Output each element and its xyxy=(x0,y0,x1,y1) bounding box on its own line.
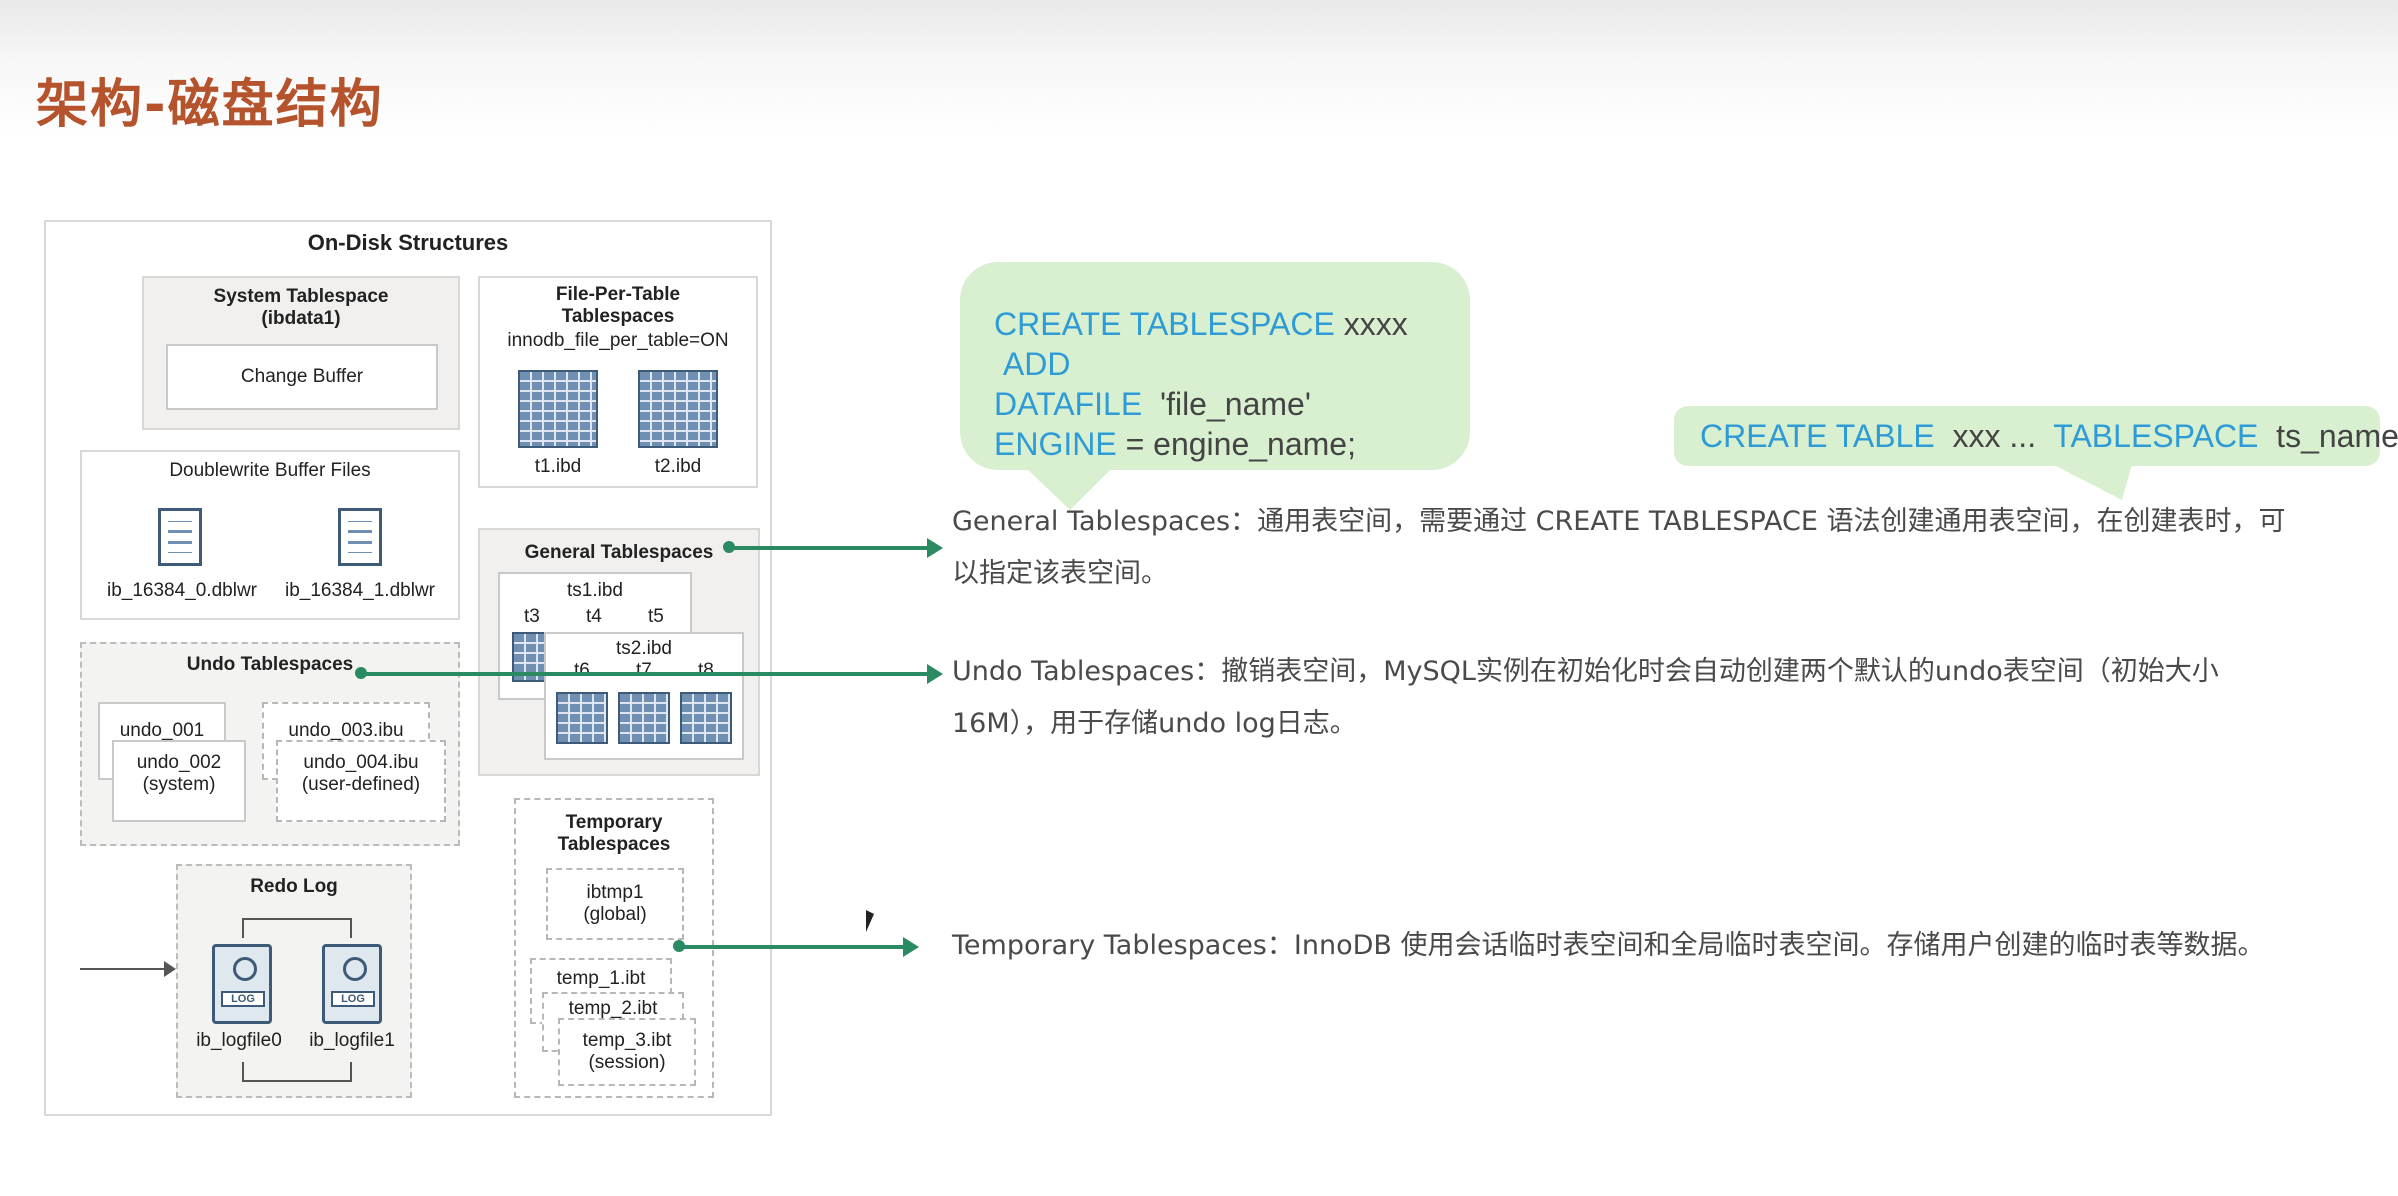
create-table-bubble: CREATE TABLE xxx ... TABLESPACE ts_name; xyxy=(1674,406,2398,466)
kw-tablespace: TABLESPACE xyxy=(2053,418,2259,454)
table-icon xyxy=(518,370,598,448)
undo-001-label: undo_001 xyxy=(119,720,205,741)
table-icon xyxy=(680,692,732,744)
temp-arrow xyxy=(679,937,919,957)
kw-datafile: DATAFILE xyxy=(994,386,1143,422)
log-file-icon: LOG xyxy=(322,944,382,1024)
log-icon-text: LOG xyxy=(331,991,375,1007)
log-file-icon: LOG xyxy=(212,944,272,1024)
system-tablespace-title: System Tablespace xyxy=(213,286,389,307)
fpt-title: File-Per-Table xyxy=(555,284,681,305)
file-icon xyxy=(158,508,202,566)
temp-3-sub: (session) xyxy=(588,1052,666,1073)
ts2-label: ts2.ibd xyxy=(616,638,672,659)
ibtmp-label: ibtmp1 xyxy=(586,882,644,903)
temp-1-label: temp_1.ibt xyxy=(556,968,646,989)
doublewrite-file1: ib_16384_0.dblwr xyxy=(106,580,257,601)
ibtmp1: ibtmp1 (global) xyxy=(546,868,684,940)
fpt-title2: Tablespaces xyxy=(561,306,675,327)
system-tablespace: System Tablespace (ibdata1) Change Buffe… xyxy=(142,276,460,430)
create-tablespace-bubble: CREATE TABLESPACE xxxx ADD DATAFILE 'fil… xyxy=(960,262,1470,470)
t5-label: t5 xyxy=(648,606,664,627)
on-disk-structures-diagram: On-Disk Structures System Tablespace (ib… xyxy=(44,220,772,1116)
undo-002: undo_002 (system) xyxy=(112,740,246,822)
undo-004: undo_004.ibu (user-defined) xyxy=(276,740,446,822)
undo-title: Undo Tablespaces xyxy=(186,654,354,675)
table-icon xyxy=(556,692,608,744)
t3-label: t3 xyxy=(524,606,540,627)
undo-desc-line2: 16M），用于存储undo log日志。 xyxy=(952,708,1357,739)
general-title: General Tablespaces xyxy=(524,542,714,563)
general-description: General Tablespaces：通用表空间，需要通过 CREATE TA… xyxy=(952,496,2352,600)
temp-2-label: temp_2.ibt xyxy=(568,998,658,1019)
bubble2-tail xyxy=(2052,464,2132,500)
redo-log: Redo Log LOG LOG ib_logfile0 ib_logfile1 xyxy=(176,864,412,1098)
general-desc-line2: 以指定该表空间。 xyxy=(952,558,1168,589)
general-tablespaces: General Tablespaces ts1.ibd t3 t4 t5 ts2… xyxy=(478,528,760,776)
table-icon xyxy=(638,370,718,448)
undo-003-label: undo_003.ibu xyxy=(288,720,404,741)
val-xxxx: xxxx xyxy=(1343,306,1408,342)
temp-desc-line1: Temporary Tablespaces：InnoDB 使用会话临时表空间和全… xyxy=(952,930,2265,961)
doublewrite-file2: ib_16384_1.dblwr xyxy=(284,580,435,601)
general-arrow xyxy=(729,538,943,558)
undo-004-label: undo_004.ibu xyxy=(303,752,419,773)
undo-desc-line1: Undo Tablespaces：撤销表空间，MySQL实例在初始化时会自动创建… xyxy=(952,656,2219,687)
redo-input-arrow xyxy=(80,968,166,970)
system-tablespace-sub: (ibdata1) xyxy=(261,308,341,329)
undo-tablespaces: Undo Tablespaces undo_001 undo_002 (syst… xyxy=(80,642,460,846)
ibtmp-sub: (global) xyxy=(583,904,647,925)
temp-3-label: temp_3.ibt xyxy=(582,1030,672,1051)
doublewrite-title: Doublewrite Buffer Files xyxy=(169,460,371,481)
fpt-file1: t1.ibd xyxy=(534,456,582,477)
log-icon-text: LOG xyxy=(221,991,265,1007)
ts2-ibd: ts2.ibd t6 t7 t8 xyxy=(544,632,744,760)
t4-label: t4 xyxy=(586,606,602,627)
temp-title2: Tablespaces xyxy=(557,834,671,855)
kw-create-tablespace: CREATE TABLESPACE xyxy=(994,306,1335,342)
redo-cycle-bottom xyxy=(242,1062,352,1082)
doublewrite-buffer-files: Doublewrite Buffer Files ib_16384_0.dblw… xyxy=(80,450,460,620)
t8-label: t8 xyxy=(698,660,714,681)
file-per-table-tablespaces: File-Per-Table Tablespaces innodb_file_p… xyxy=(478,276,758,488)
fpt-file2: t2.ibd xyxy=(654,456,702,477)
val-ts-name: ts_name; xyxy=(2276,418,2398,454)
logfile1-label: ib_logfile1 xyxy=(309,1030,395,1051)
t6-label: t6 xyxy=(574,660,590,681)
temp-3: temp_3.ibt (session) xyxy=(558,1018,696,1086)
table-icon xyxy=(618,692,670,744)
val-file-name: 'file_name' xyxy=(1159,386,1311,422)
fpt-setting: innodb_file_per_table=ON xyxy=(507,330,729,351)
ts1-label: ts1.ibd xyxy=(567,580,623,601)
redo-title: Redo Log xyxy=(250,876,338,897)
undo-description: Undo Tablespaces：撤销表空间，MySQL实例在初始化时会自动创建… xyxy=(952,646,2352,750)
val-xxx: xxx ... xyxy=(1952,418,2037,454)
temp-title: Temporary xyxy=(565,812,663,833)
logfile0-label: ib_logfile0 xyxy=(196,1030,282,1051)
file-icon xyxy=(338,508,382,566)
page-title: 架构-磁盘结构 xyxy=(36,75,384,135)
kw-add: ADD xyxy=(1002,346,1071,382)
change-buffer-label: Change Buffer xyxy=(240,366,364,387)
undo-002-label: undo_002 xyxy=(136,752,222,773)
undo-002-sub: (system) xyxy=(142,774,216,795)
t7-label: t7 xyxy=(636,660,652,681)
kw-engine: ENGINE xyxy=(994,426,1117,462)
undo-arrow xyxy=(361,664,943,684)
general-desc-line1: General Tablespaces：通用表空间，需要通过 CREATE TA… xyxy=(952,506,2286,537)
mouse-cursor-icon xyxy=(866,910,874,932)
redo-arrow-head xyxy=(164,961,176,977)
val-engine-name: = engine_name; xyxy=(1125,426,1356,462)
kw-create-table: CREATE TABLE xyxy=(1700,418,1935,454)
temp-description: Temporary Tablespaces：InnoDB 使用会话临时表空间和全… xyxy=(952,920,2372,972)
redo-cycle-top xyxy=(242,918,352,938)
diagram-heading: On-Disk Structures xyxy=(307,230,509,255)
change-buffer: Change Buffer xyxy=(166,344,438,410)
undo-004-sub: (user-defined) xyxy=(301,774,421,795)
